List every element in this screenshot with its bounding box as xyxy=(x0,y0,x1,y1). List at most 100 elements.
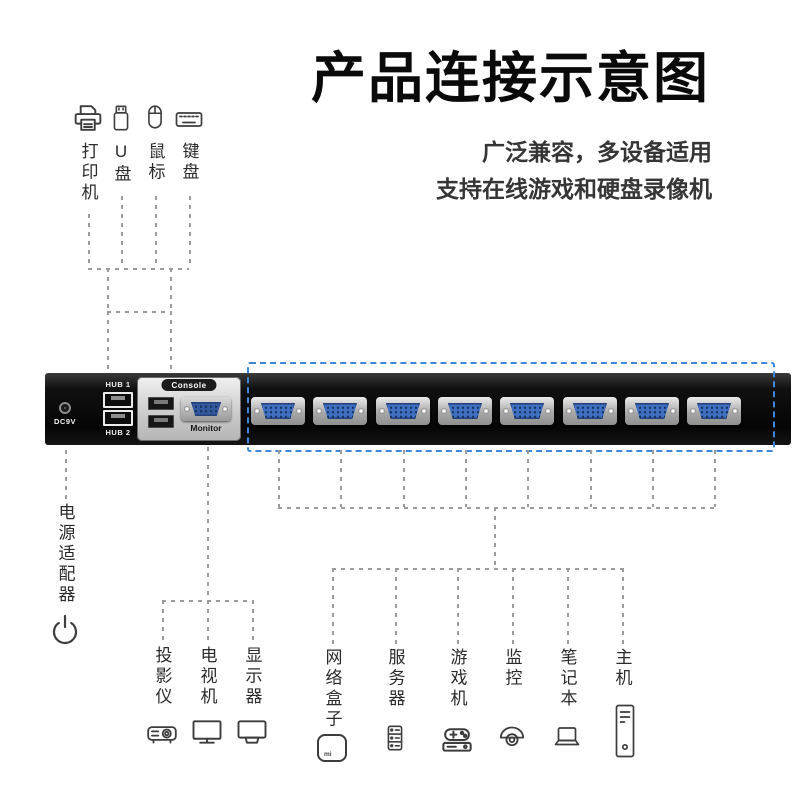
label-game-console: 游戏机 xyxy=(447,648,467,710)
vga-dsub-icon xyxy=(448,403,482,419)
screw-icon xyxy=(628,408,634,414)
vga-dsub-icon xyxy=(323,403,357,419)
vga-port-4 xyxy=(438,397,492,425)
vga-dsub-icon xyxy=(510,403,544,419)
network-box-mark: mi xyxy=(324,750,332,758)
connector xyxy=(332,568,622,570)
connector xyxy=(527,450,529,507)
server-icon xyxy=(380,716,410,760)
vga-dsub-icon xyxy=(573,403,607,419)
vga-dsub-icon xyxy=(635,403,669,419)
vga-port-1 xyxy=(251,397,305,425)
vga-dsub-icon xyxy=(697,403,731,419)
laptop-icon xyxy=(547,722,587,754)
game-console-icon xyxy=(435,718,479,756)
label-keyboard: 键盘 xyxy=(179,142,199,183)
hub-usb-port-2 xyxy=(103,410,133,426)
screw-icon xyxy=(441,408,447,414)
connector xyxy=(170,268,172,311)
screw-icon xyxy=(254,408,260,414)
subtitle-line-2: 支持在线游戏和硬盘录像机 xyxy=(436,176,712,202)
label-projector: 投影仪 xyxy=(152,646,172,708)
label-laptop: 笔记本 xyxy=(557,648,577,710)
screw-icon xyxy=(545,408,551,414)
connector xyxy=(107,311,109,374)
screw-icon xyxy=(566,408,572,414)
hub2-label: HUB 2 xyxy=(105,428,131,437)
label-server: 服务器 xyxy=(385,648,405,710)
connector xyxy=(155,196,157,268)
screw-icon xyxy=(608,408,614,414)
connector xyxy=(494,507,496,568)
connector xyxy=(278,507,714,509)
label-power-adapter: 电源适配器 xyxy=(55,503,75,606)
label-surveillance: 监控 xyxy=(502,648,522,689)
page-title: 产品连接示意图 xyxy=(310,47,710,109)
console-usb-port-1 xyxy=(148,397,174,410)
mouse-icon xyxy=(140,100,170,134)
connector xyxy=(512,568,514,646)
console-panel: Console Monitor xyxy=(137,377,241,441)
screw-icon xyxy=(316,408,322,414)
vga-port-7 xyxy=(625,397,679,425)
vga-ports-highlight xyxy=(247,362,775,452)
connector xyxy=(590,450,592,507)
connector xyxy=(457,568,459,646)
screw-icon xyxy=(503,408,509,414)
connector xyxy=(65,450,67,500)
connector xyxy=(567,568,569,646)
vga-port-2 xyxy=(313,397,367,425)
vga-port-8 xyxy=(687,397,741,425)
screw-icon xyxy=(358,408,364,414)
connector xyxy=(332,568,334,646)
screw-icon xyxy=(670,408,676,414)
console-usb-port-2 xyxy=(148,415,174,428)
label-pc-host: 主机 xyxy=(612,648,632,689)
subtitle-line-1: 广泛兼容，多设备适用 xyxy=(482,139,712,165)
vga-port-5 xyxy=(500,397,554,425)
pc-tower-icon xyxy=(612,702,638,760)
network-box-icon: mi xyxy=(317,734,347,762)
connector xyxy=(107,311,170,313)
projector-icon xyxy=(140,716,184,750)
connector xyxy=(252,600,254,642)
label-tv: 电视机 xyxy=(197,646,217,708)
connector xyxy=(162,600,164,642)
camera-icon xyxy=(495,718,529,754)
dc-power-jack xyxy=(59,402,71,414)
printer-icon xyxy=(70,100,106,136)
hub1-label: HUB 1 xyxy=(105,380,131,389)
hub-usb-port-1 xyxy=(103,392,133,408)
label-usb-drive: U盘 xyxy=(111,142,131,185)
connector xyxy=(170,311,172,374)
screw-icon xyxy=(222,406,228,412)
label-mouse: 鼠标 xyxy=(145,142,165,183)
connector xyxy=(189,196,191,268)
screw-icon xyxy=(483,408,489,414)
connector xyxy=(395,568,397,646)
connector xyxy=(88,268,189,270)
usb-drive-icon xyxy=(106,102,136,134)
connector xyxy=(162,600,253,602)
kvm-switch-device: DC9V HUB 1 HUB 2 Console Monitor xyxy=(45,373,791,445)
label-monitor: 显示器 xyxy=(242,646,262,708)
monitor-icon xyxy=(234,714,270,750)
screw-icon xyxy=(184,406,190,412)
tv-icon xyxy=(189,714,225,750)
connector xyxy=(121,196,123,268)
connector xyxy=(403,450,405,507)
connector xyxy=(622,568,624,646)
connector xyxy=(340,450,342,507)
connector xyxy=(714,450,716,507)
dc9v-label: DC9V xyxy=(53,417,76,426)
vga-dsub-icon xyxy=(386,403,420,419)
vga-dsub-icon xyxy=(261,403,295,419)
connector xyxy=(207,447,209,642)
connector xyxy=(652,450,654,507)
label-network-box: 网络盒子 xyxy=(322,648,342,730)
subtitle: 广泛兼容，多设备适用 支持在线游戏和硬盘录像机 xyxy=(436,134,712,208)
connector xyxy=(465,450,467,507)
screw-icon xyxy=(379,408,385,414)
connector xyxy=(107,268,109,311)
